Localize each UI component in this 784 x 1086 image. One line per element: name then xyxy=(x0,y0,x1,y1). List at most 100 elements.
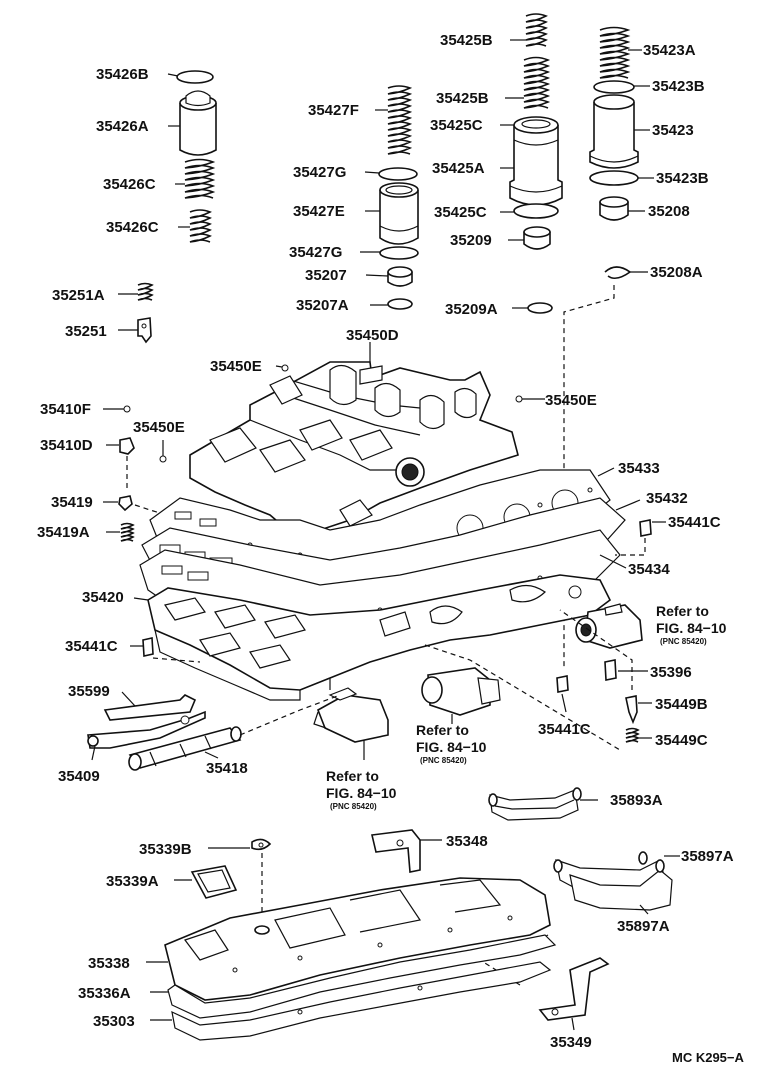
ref-middle-line2: FIG. 84−10 xyxy=(416,739,487,755)
label-35208a: 35208A xyxy=(650,264,703,281)
plug-35208-icon xyxy=(599,196,629,221)
label-35396: 35396 xyxy=(650,664,692,681)
solenoid-left-icon xyxy=(313,687,389,760)
spring-35425b-upper-icon xyxy=(525,13,548,47)
label-35410f: 35410F xyxy=(40,401,91,418)
label-35209a: 35209A xyxy=(445,301,498,318)
figure-code: MC K295−A xyxy=(672,1050,744,1065)
plug-35207-icon xyxy=(387,266,413,287)
o-ring-35426b-icon xyxy=(176,70,214,84)
accumulator-35427-group xyxy=(360,85,419,310)
label-35427e: 35427E xyxy=(293,203,345,220)
plug-35209-icon xyxy=(523,226,551,250)
label-35450d: 35450D xyxy=(346,327,399,344)
detent-spring-35599-icon xyxy=(103,694,197,721)
label-35434: 35434 xyxy=(628,561,670,578)
label-35207: 35207 xyxy=(305,267,347,284)
label-35251a: 35251A xyxy=(52,287,105,304)
solenoid-middle-icon xyxy=(421,667,501,724)
ref-right-sub: (PNC 85420) xyxy=(660,637,707,646)
piston-35423-icon xyxy=(589,94,639,169)
spring-35427f-icon xyxy=(387,85,413,155)
o-ring-35425c-lower-icon xyxy=(513,203,559,219)
label-35432: 35432 xyxy=(646,490,688,507)
check-ball-group xyxy=(103,437,201,542)
label-35348: 35348 xyxy=(446,833,488,850)
label-35339b: 35339B xyxy=(139,841,192,858)
label-35449b: 35449B xyxy=(655,696,708,713)
pin-35441c-mid-icon xyxy=(556,675,569,693)
label-35409: 35409 xyxy=(58,768,100,785)
valve-35449b-icon xyxy=(625,695,638,725)
label-35450e-right: 35450E xyxy=(545,392,597,409)
reference-note-middle: Refer to FIG. 84−10 (PNC 85420) xyxy=(416,722,487,765)
snap-ring-35208a-icon xyxy=(604,266,632,280)
lever-35409-icon xyxy=(87,710,206,749)
oil-tube-35893a-icon xyxy=(488,787,598,821)
o-ring-35423b-upper-icon xyxy=(593,80,635,94)
label-35419: 35419 xyxy=(51,494,93,511)
label-35441c-left: 35441C xyxy=(65,638,118,655)
piston-35425a-icon xyxy=(509,116,563,206)
label-35251: 35251 xyxy=(65,323,107,340)
pin-35251-group xyxy=(118,282,154,344)
label-35336a: 35336A xyxy=(78,985,131,1002)
plug-35396-icon xyxy=(604,659,617,681)
label-35339a: 35339A xyxy=(106,873,159,890)
spring-35419a-icon xyxy=(120,522,135,542)
label-35425b-lower: 35425B xyxy=(436,90,489,107)
ref-middle-sub: (PNC 85420) xyxy=(420,756,467,765)
spring-35423a-icon xyxy=(599,26,631,79)
label-35410d: 35410D xyxy=(40,437,93,454)
pin-35441c-left-icon xyxy=(142,637,154,657)
o-ring-35423b-lower-icon xyxy=(589,170,639,186)
oil-tube-35897a-lower-icon xyxy=(569,869,673,911)
part-labels: 35426B 35426A 35426C 35426C 35427F 35427… xyxy=(37,32,734,1051)
ref-middle-line1: Refer to xyxy=(416,722,469,738)
label-35207a: 35207A xyxy=(296,297,349,314)
label-35599: 35599 xyxy=(68,683,110,700)
spring-35251a-icon xyxy=(137,282,154,301)
spring-35426c-upper-icon xyxy=(184,158,216,199)
accumulator-35426-group xyxy=(167,70,217,243)
label-35450e-top: 35450E xyxy=(210,358,262,375)
label-35449c: 35449C xyxy=(655,732,708,749)
label-35897a-upper: 35897A xyxy=(681,848,734,865)
label-35425b-upper: 35425B xyxy=(440,32,493,49)
pin-35441c-right-icon xyxy=(639,519,652,537)
label-35425c-upper: 35425C xyxy=(430,117,483,134)
label-35423b-upper: 35423B xyxy=(652,78,705,95)
solenoid-right-icon xyxy=(575,603,643,649)
label-35423: 35423 xyxy=(652,122,694,139)
label-35897a-lower: 35897A xyxy=(617,918,670,935)
label-35426a: 35426A xyxy=(96,118,149,135)
label-35208: 35208 xyxy=(648,203,690,220)
spring-35449c-icon xyxy=(625,727,640,743)
spring-35425b-lower-icon xyxy=(523,56,551,109)
label-35441c-mid: 35441C xyxy=(538,721,591,738)
reference-note-right: Refer to FIG. 84−10 (PNC 85420) xyxy=(656,603,727,646)
label-35338: 35338 xyxy=(88,955,130,972)
label-35418: 35418 xyxy=(206,760,248,777)
o-ring-35427g-lower-icon xyxy=(379,246,419,260)
o-ring-35207a-icon xyxy=(387,298,413,310)
ref-left-line2: FIG. 84−10 xyxy=(326,785,397,801)
ref-left-sub: (PNC 85420) xyxy=(330,802,377,811)
ref-left-line1: Refer to xyxy=(326,768,379,784)
ref-right-line2: FIG. 84−10 xyxy=(656,620,727,636)
check-ball-35419-icon xyxy=(118,495,133,512)
label-35425c-lower: 35425C xyxy=(434,204,487,221)
label-35349: 35349 xyxy=(550,1034,592,1051)
label-35423a: 35423A xyxy=(643,42,696,59)
retainer-35251-icon xyxy=(137,317,152,344)
oil-strainer-group xyxy=(174,838,272,930)
label-35209: 35209 xyxy=(450,232,492,249)
label-35441c-right: 35441C xyxy=(668,514,721,531)
label-35450e-left: 35450E xyxy=(133,419,185,436)
label-35427g-upper: 35427G xyxy=(293,164,346,181)
bracket-35349-icon xyxy=(479,957,610,1031)
pan-plate-35303-icon xyxy=(150,961,552,1041)
label-35426c-lower: 35426C xyxy=(106,219,159,236)
piston-35427e-icon xyxy=(379,182,419,245)
